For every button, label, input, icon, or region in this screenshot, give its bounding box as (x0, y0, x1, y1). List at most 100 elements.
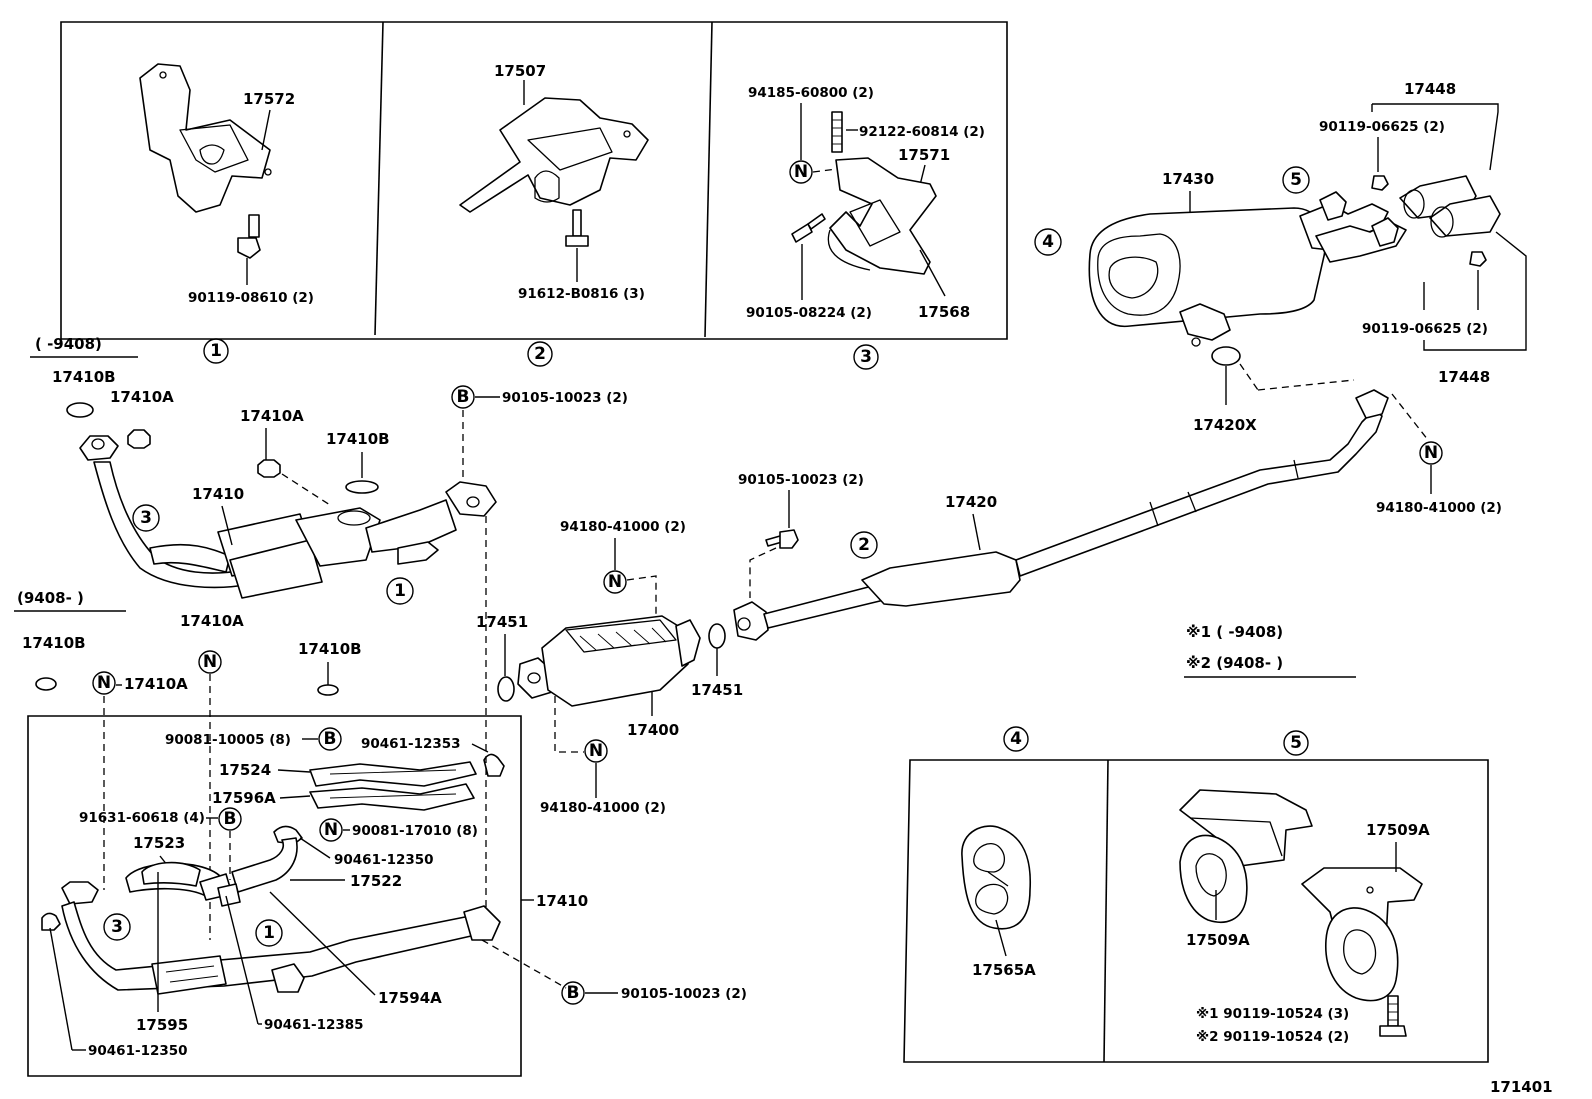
nut-marker-n-conv-bottom: N (589, 741, 603, 761)
center-pipe-17420-drawing (733, 389, 1389, 641)
circle-5-tail: 5 (1290, 170, 1302, 190)
label-17448-top: 17448 (1404, 80, 1456, 98)
label-17420: 17420 (945, 493, 997, 511)
bolt-91612-B0816-drawing (565, 209, 589, 247)
label-90461-12350-lower: 90461-12350 (88, 1043, 188, 1059)
label-17451-left: 17451 (476, 613, 528, 631)
legend-note-1: ※1 ( -9408) (1186, 623, 1283, 641)
label-90105-10023-lower: 90105-10023 (2) (621, 986, 747, 1002)
gasket-17420X (1211, 346, 1241, 366)
nut-marker-n-tail: N (1424, 443, 1438, 463)
panel-5: 17509A 17509A ※1 90119-10524 (3) ※2 9011… (1179, 789, 1430, 1045)
label-17410B-lower: 17410B (22, 634, 86, 652)
label-90081-17010: 90081-17010 (8) (352, 823, 478, 839)
nut-marker-n-panel3: N (794, 162, 808, 182)
label-94185-60800: 94185-60800 (2) (748, 85, 874, 101)
bolt-marker-b-upper: B (457, 387, 470, 407)
lower-pipe-group: (9408- ) 17410B 17410A N 17410B N 17410A… (14, 589, 747, 1077)
bracket-17571-17568-drawing (827, 157, 937, 275)
panel-frame-top (60, 21, 1008, 340)
label-17410-assembly: 17410 (536, 892, 588, 910)
upper-range-label: ( -9408) (35, 335, 102, 353)
stud-92122-60814-drawing (831, 111, 843, 153)
label-17596A: 17596A (212, 789, 276, 807)
gasket-17410A-upper (127, 429, 151, 449)
label-17451-right: 17451 (691, 681, 743, 699)
gasket-17410B-upper-2 (345, 480, 379, 494)
bolt-tip-bottom-drawing (1469, 251, 1487, 267)
circle-3-upper: 3 (140, 508, 152, 528)
panel-badge-3: 3 (860, 347, 872, 367)
label-90461-12385: 90461-12385 (264, 1017, 364, 1033)
gasket-17451-left (497, 676, 515, 702)
label-17410B-lower-2: 17410B (298, 640, 362, 658)
gasket-17410A-upper-2 (257, 459, 281, 478)
nut-marker-n-lower-3: N (324, 820, 338, 840)
label-90105-10023-center: 90105-10023 (2) (738, 472, 864, 488)
panel-1: 17572 90119-08610 (2) 1 (139, 63, 314, 364)
catalytic-converter-17400-drawing (517, 615, 701, 707)
diagram-code: 171401 (1490, 1078, 1553, 1096)
gasket-17410B-lower (35, 677, 57, 691)
bolt-90119-10524-drawing (1379, 995, 1407, 1037)
label-17509A-left: 17509A (1186, 931, 1250, 949)
bolt-90105-08224-drawing (791, 213, 826, 243)
label-17400: 17400 (627, 721, 679, 739)
label-90119-10524-note2: ※2 90119-10524 (2) (1196, 1029, 1349, 1045)
pipe-lower-drawing (41, 837, 501, 995)
label-90105-10023-upper: 90105-10023 (2) (502, 390, 628, 406)
label-17565A: 17565A (972, 961, 1036, 979)
label-17410A-upper-2: 17410A (240, 407, 304, 425)
label-17430: 17430 (1162, 170, 1214, 188)
label-17595: 17595 (136, 1016, 188, 1034)
label-17410A-upper: 17410A (110, 388, 174, 406)
label-92122-60814: 92122-60814 (2) (859, 124, 985, 140)
circle-4-tail: 4 (1042, 232, 1054, 252)
label-17410A-lower: 17410A (180, 612, 244, 630)
circle-2-center: 2 (858, 535, 870, 555)
rubber-hanger-17565A-drawing (961, 825, 1032, 930)
tail-group: 17430 5 4 17448 90119-06625 (2) (1034, 80, 1527, 516)
bracket-17572-drawing (139, 63, 272, 213)
gasket-17451-right (708, 623, 726, 649)
panel-2: 17507 91612-B0816 (3) 2 (459, 62, 649, 367)
label-94180-41000-conv-bottom: 94180-41000 (2) (540, 800, 666, 816)
panel-badge-1: 1 (210, 341, 222, 361)
heat-insulator-drawing (309, 761, 477, 811)
label-91612-B0816: 91612-B0816 (3) (518, 286, 645, 302)
label-17522: 17522 (350, 872, 402, 890)
legend: ※1 ( -9408) ※2 (9408- ) (1184, 623, 1356, 678)
legend-note-2: ※2 (9408- ) (1186, 654, 1283, 672)
label-90081-10005: 90081-10005 (8) (165, 732, 291, 748)
label-17524: 17524 (219, 761, 271, 779)
panel-frame-bottom (903, 759, 1489, 1063)
label-17523: 17523 (133, 834, 185, 852)
upper-pipe-group: ( -9408) 17410B 17410A 17410A 17410B B 9… (30, 335, 628, 605)
circle-1-lower: 1 (263, 923, 275, 943)
bolt-marker-b-lower-3: B (567, 983, 580, 1003)
panel-badge-5: 5 (1290, 733, 1302, 753)
panel-badge-2: 2 (534, 344, 546, 364)
nut-marker-n-conv-top: N (608, 572, 622, 592)
gasket-17410B-upper (66, 402, 94, 418)
mount-17507-drawing (459, 97, 649, 213)
label-17410A-lower-n: 17410A (124, 675, 188, 693)
lower-range-label: (9408- ) (17, 589, 84, 607)
muffler-17430-drawing (1088, 191, 1407, 347)
label-90119-06625-bottom: 90119-06625 (2) (1362, 321, 1488, 337)
hanger-17509A-left-drawing (1179, 789, 1313, 924)
center-pipe-group: 90105-10023 (2) 2 17420 (733, 389, 1389, 641)
bolt-center-drawing (765, 529, 799, 549)
label-94180-41000-tail: 94180-41000 (2) (1376, 500, 1502, 516)
circle-3-lower: 3 (111, 917, 123, 937)
clamp-90461-12353-drawing (483, 753, 505, 777)
label-90105-08224: 90105-08224 (2) (746, 305, 872, 321)
nut-marker-n-lower-1: N (203, 652, 217, 672)
circle-1-upper: 1 (394, 581, 406, 601)
bolt-90119-08610-drawing (237, 214, 261, 259)
label-17420X: 17420X (1193, 416, 1257, 434)
label-17410B-upper: 17410B (52, 368, 116, 386)
label-17509A-right: 17509A (1366, 821, 1430, 839)
subassembly-frame (27, 715, 522, 1077)
